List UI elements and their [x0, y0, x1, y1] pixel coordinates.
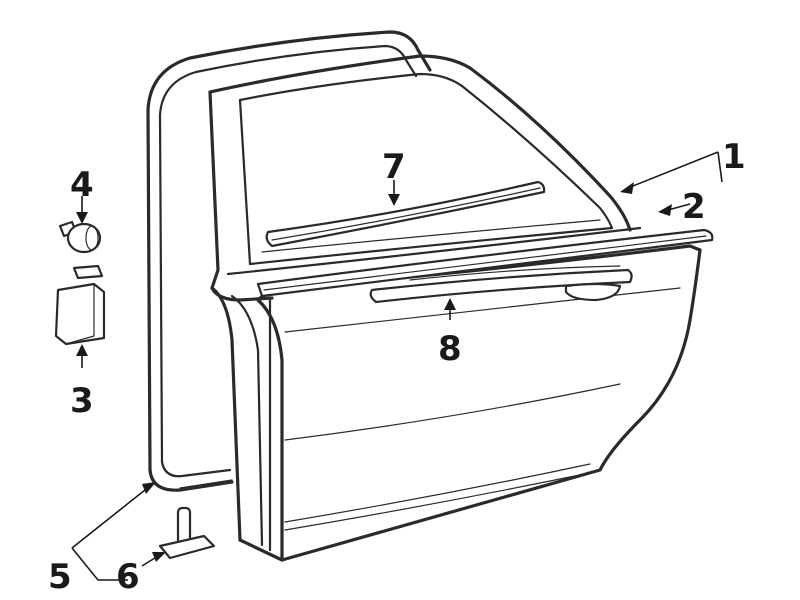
callout-3: 3 [70, 381, 94, 421]
callout-2: 2 [682, 187, 706, 227]
callout-7: 7 [382, 147, 406, 187]
door-handle [564, 282, 622, 302]
window-molding-strip [265, 180, 546, 248]
callout-5: 5 [48, 557, 72, 597]
callout-6: 6 [116, 557, 140, 597]
door-side-molding [369, 265, 633, 304]
belt-molding-inner [226, 226, 642, 276]
leader-lines [71, 151, 723, 581]
callout-8: 8 [438, 329, 462, 369]
callout-4: 4 [70, 165, 94, 205]
door-check-stud [158, 506, 216, 560]
bumper-plug [58, 220, 102, 254]
door-weatherstrip [146, 30, 432, 492]
belt-molding-outer [256, 228, 714, 298]
retainer-clip [54, 264, 106, 346]
callout-1: 1 [722, 137, 746, 177]
